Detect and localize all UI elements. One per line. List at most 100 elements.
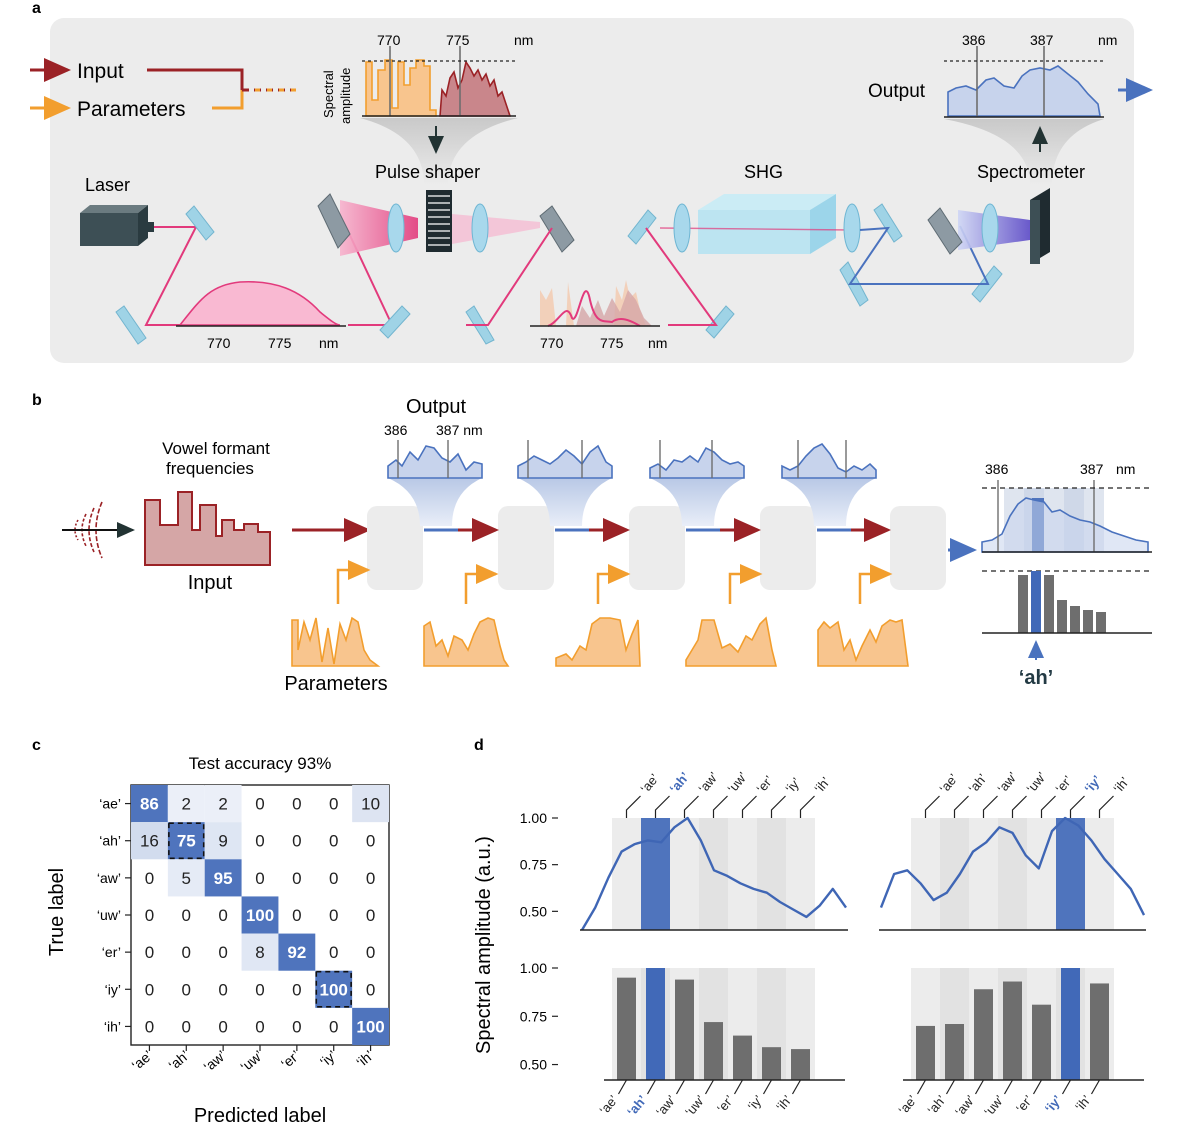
out-tick-386: 386 xyxy=(962,32,986,48)
vowel-formant-bars xyxy=(144,491,271,566)
cm-value: 0 xyxy=(182,980,191,999)
d-top-label: ‘aw’ xyxy=(695,769,721,796)
pulse-shaper-optics xyxy=(317,190,575,256)
cm-value: 75 xyxy=(177,832,196,851)
d-spectrum-line xyxy=(879,816,1146,916)
d-band xyxy=(1056,818,1085,930)
vowel-label-1: Vowel formant xyxy=(162,439,270,458)
spectrometer xyxy=(927,188,1050,264)
cm-row-label: ‘ae’ xyxy=(99,796,121,812)
cm-value: 0 xyxy=(292,869,301,888)
cm-row-label: ‘ih’ xyxy=(104,1018,121,1034)
shaped-spectrum-plot: 770 775 nm xyxy=(530,280,667,351)
d-top-label: ‘er’ xyxy=(1052,773,1075,796)
d-bottom-tick xyxy=(1032,1079,1043,1095)
d-bar xyxy=(762,1047,781,1080)
d-bottom-label: ‘iy’ xyxy=(1042,1092,1065,1115)
d-bar xyxy=(675,979,694,1080)
d-top-label: ‘ih’ xyxy=(1110,774,1132,796)
cm-cell xyxy=(204,822,242,860)
cm-value: 0 xyxy=(366,980,375,999)
d-band xyxy=(670,818,699,930)
b-input-label: Input xyxy=(188,572,233,594)
b-predicted-vowel: ‘ah’ xyxy=(1019,667,1053,689)
cm-cell xyxy=(352,1007,389,1045)
d-ylabel: Spectral amplitude (a.u.) xyxy=(473,836,495,1054)
beam-shaper-out xyxy=(466,227,553,326)
cm-value: 100 xyxy=(356,1017,384,1036)
shaped-tick-775: 775 xyxy=(600,335,624,351)
d-top-leader xyxy=(924,795,940,818)
d-left-bars: ‘ae’‘ah’‘aw’‘uw’‘er’‘iy’‘ih’ xyxy=(596,968,845,1119)
d-top-ytick-label: 0.75 xyxy=(520,857,547,873)
d-band xyxy=(757,818,786,930)
layer-2 xyxy=(498,506,554,590)
d-bottom-tick xyxy=(675,1079,686,1095)
cm-row-label: ‘aw’ xyxy=(97,870,121,886)
laser-beam-path xyxy=(144,226,198,326)
cm-cell xyxy=(204,785,242,823)
b-bar-5 xyxy=(1070,606,1080,633)
grating-2 xyxy=(539,205,575,253)
cm-value: 0 xyxy=(292,795,301,814)
tick-770: 770 xyxy=(377,32,401,48)
d-top-ytick-label: 0.50 xyxy=(520,903,547,919)
cm-cell xyxy=(352,785,389,823)
d-top-label: ‘uw’ xyxy=(1023,769,1049,796)
cm-cell xyxy=(167,859,205,897)
cm-value: 0 xyxy=(182,1017,191,1036)
input-spectrum-plot: Spectral amplitude 770 775 nm xyxy=(321,32,533,124)
panel-a-letter: a xyxy=(32,0,41,17)
cm-value: 0 xyxy=(218,906,227,925)
d-band xyxy=(940,818,969,930)
d-bottom-label: ‘ah’ xyxy=(924,1092,949,1117)
cm-value: 0 xyxy=(218,943,227,962)
d-bar xyxy=(945,1024,964,1080)
panel-b: b Output 386 387 nm Vowel formant freque… xyxy=(32,392,1152,695)
input-overlay xyxy=(576,290,652,326)
d-bottom-label: ‘uw’ xyxy=(682,1092,708,1119)
cm-cell xyxy=(278,933,316,971)
spectrum-ylabel-1: Spectral xyxy=(321,70,336,118)
b-tick-387: 387 nm xyxy=(436,422,483,438)
lens-2 xyxy=(471,203,489,253)
shaped-spectrum xyxy=(547,290,641,327)
cm-value: 0 xyxy=(145,869,154,888)
d-top-label: ‘ah’ xyxy=(666,769,692,796)
cm-value: 16 xyxy=(140,832,159,851)
d-bottom-tick xyxy=(1090,1079,1101,1095)
d-bottom-tick xyxy=(733,1079,744,1095)
d-bottom-tick xyxy=(974,1079,985,1095)
input-line xyxy=(147,68,244,90)
d-top-label: ‘ah’ xyxy=(965,771,990,796)
slm-pixels xyxy=(428,195,450,246)
d-bar xyxy=(916,1025,935,1080)
mirror-5 xyxy=(705,305,735,339)
physical-layers xyxy=(367,506,946,590)
cm-value: 0 xyxy=(292,980,301,999)
cm-value: 100 xyxy=(320,980,348,999)
d-bar xyxy=(617,977,636,1080)
cm-value: 86 xyxy=(140,795,159,814)
cm-value: 0 xyxy=(218,980,227,999)
d-top-label: ‘aw’ xyxy=(994,769,1020,796)
d-top-label: ‘ae’ xyxy=(936,771,961,796)
cm-col-label: ‘er’ xyxy=(278,1047,303,1072)
d-right-spectrum: ‘ae’‘ah’‘aw’‘uw’‘er’‘iy’‘ih’ xyxy=(879,769,1146,931)
d-band xyxy=(1085,818,1114,930)
laser-tick-775: 775 xyxy=(268,335,292,351)
d-bottom-label: ‘aw’ xyxy=(952,1092,978,1119)
mirror-2 xyxy=(115,305,147,345)
d-top-leader xyxy=(1098,795,1114,818)
d-bottom-ytick-label: 1.00 xyxy=(520,960,547,976)
mirror-7 xyxy=(873,203,903,243)
d-bar xyxy=(791,1049,810,1080)
cm-value: 9 xyxy=(218,832,227,851)
layer-3 xyxy=(629,506,685,590)
lens-1 xyxy=(387,203,405,253)
d-top-leader xyxy=(1040,795,1056,818)
spectrometer-funnel xyxy=(944,119,1104,185)
panel-a-background xyxy=(50,18,1134,363)
d-bottom-tick xyxy=(646,1079,657,1095)
